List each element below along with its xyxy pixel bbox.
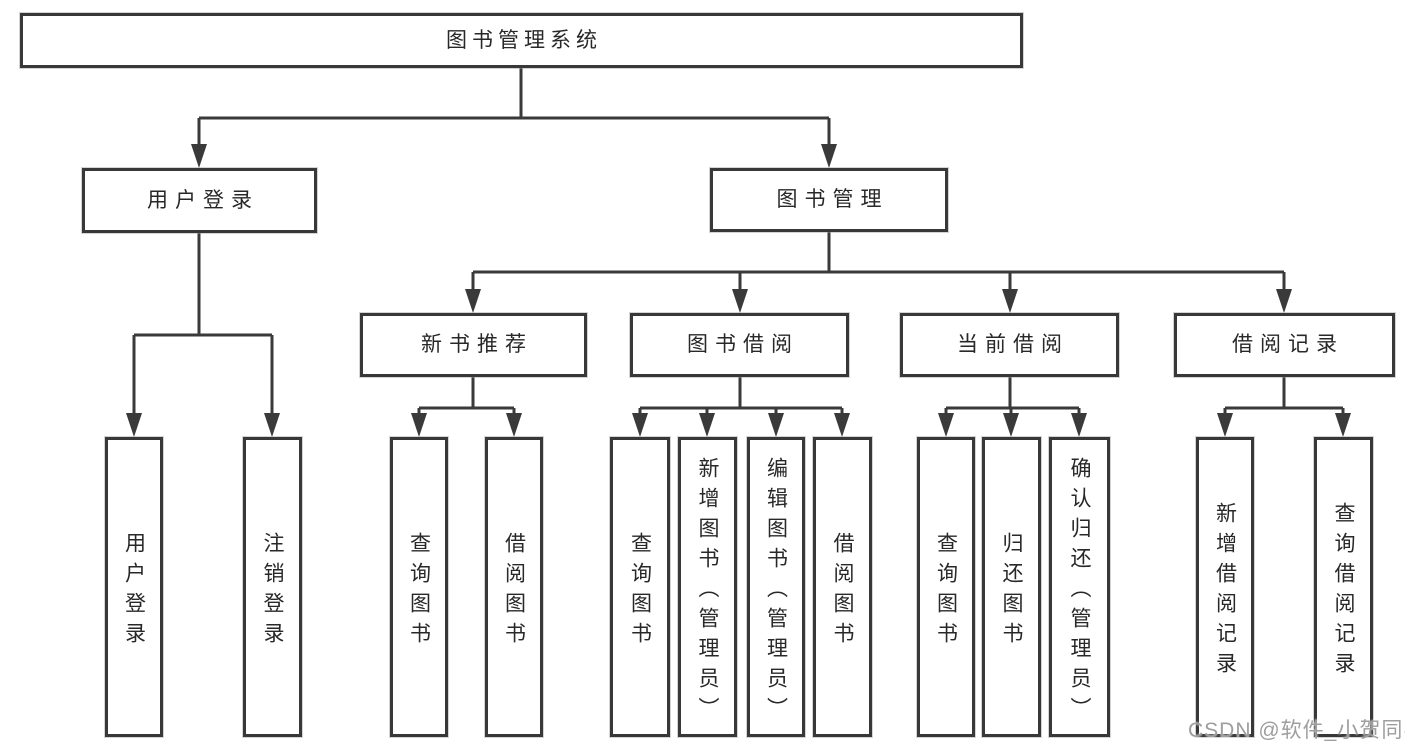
node-label: 当前借阅 xyxy=(957,333,1069,357)
node-borrow-books-1: 借阅图书 xyxy=(485,437,543,737)
connector-path xyxy=(132,68,1345,419)
node-label: 查询图书 xyxy=(934,531,958,652)
node-logout: 注销登录 xyxy=(243,437,302,737)
node-borrow-books-2: 借阅图书 xyxy=(813,437,872,737)
node-confirm-return-admin: 确认归还（管理员） xyxy=(1049,437,1110,737)
node-label: 查询图书 xyxy=(407,531,431,652)
node-label: 新增借阅记录 xyxy=(1213,501,1237,682)
node-label: 图书借阅 xyxy=(687,333,799,357)
node-label: 编辑图书（管理员） xyxy=(764,456,788,727)
node-query-books-2: 查询图书 xyxy=(610,437,670,737)
node-user-login: 用户登录 xyxy=(82,168,317,233)
node-label: 用户登录 xyxy=(122,531,146,652)
node-query-books-1: 查询图书 xyxy=(390,437,448,737)
node-label: 借阅图书 xyxy=(502,531,526,652)
node-user-login-leaf: 用户登录 xyxy=(105,437,163,737)
node-current-borrowing: 当前借阅 xyxy=(900,313,1119,377)
node-add-borrow-record: 新增借阅记录 xyxy=(1196,437,1254,737)
node-book-borrowing: 图书借阅 xyxy=(630,313,849,377)
node-label: 用户登录 xyxy=(147,188,259,212)
node-borrowing-records: 借阅记录 xyxy=(1174,313,1395,377)
node-label: 新增图书（管理员） xyxy=(696,456,720,727)
node-label: 借阅图书 xyxy=(831,531,855,652)
csdn-watermark: CSDN @软件_小贺同学 xyxy=(1188,719,1405,742)
node-query-books-3: 查询图书 xyxy=(917,437,975,737)
node-book-management: 图书管理 xyxy=(710,168,948,232)
node-return-books: 归还图书 xyxy=(982,437,1041,737)
node-label: 确认归还（管理员） xyxy=(1068,456,1092,727)
node-label: 借阅记录 xyxy=(1232,333,1344,357)
node-edit-books-admin: 编辑图书（管理员） xyxy=(747,437,805,737)
node-new-book-recommend: 新书推荐 xyxy=(360,313,587,377)
arrowhead-icons xyxy=(126,144,1351,437)
node-label: 查询借阅记录 xyxy=(1332,501,1356,682)
node-add-books-admin: 新增图书（管理员） xyxy=(678,437,737,737)
node-label: 归还图书 xyxy=(1000,531,1024,652)
node-label: 查询图书 xyxy=(628,531,652,652)
node-label: 图书管理系统 xyxy=(446,28,602,52)
node-library-management-system: 图书管理系统 xyxy=(20,13,1023,68)
node-label: 图书管理 xyxy=(776,188,889,212)
node-label: 新书推荐 xyxy=(421,333,533,357)
node-label: 注销登录 xyxy=(261,531,285,652)
node-query-borrow-record: 查询借阅记录 xyxy=(1314,437,1373,737)
